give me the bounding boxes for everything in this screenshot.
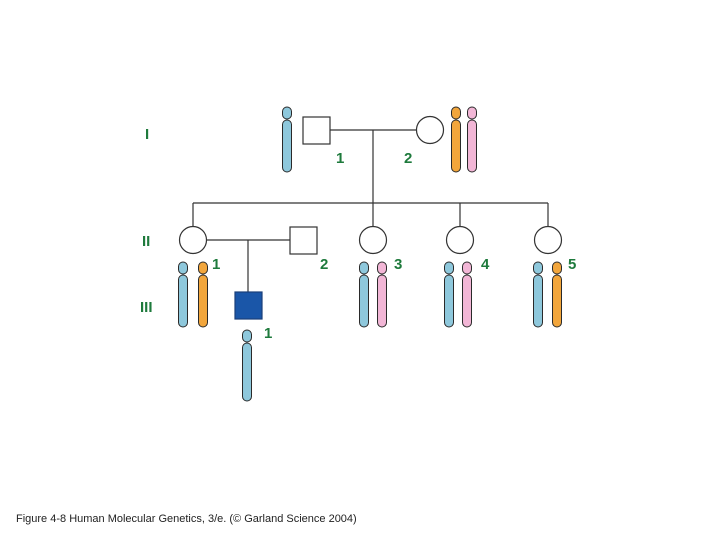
individual-number-ii-2: 2 [320, 256, 328, 273]
short-arm [377, 261, 387, 275]
chromosome-ii-4-x-a [444, 261, 454, 328]
generation-label-i: I [145, 126, 149, 143]
short-arm [552, 261, 562, 275]
chromosome-i-1-x [282, 106, 292, 173]
short-arm [451, 106, 461, 120]
long-arm [552, 274, 562, 328]
chromosome-ii-1-x-a [178, 261, 188, 328]
individual-number-i-2: 2 [404, 150, 412, 167]
female-symbol-ii-1 [178, 225, 208, 255]
female-symbol-ii-4 [445, 225, 475, 255]
long-arm [178, 274, 188, 328]
individual-number-iii-1: 1 [264, 325, 272, 342]
individual-number-ii-4: 4 [481, 256, 490, 273]
short-arm [533, 261, 543, 275]
chromosome-group [178, 106, 562, 402]
chromosome-ii-3-x-b [377, 261, 387, 328]
short-arm [444, 261, 454, 275]
affected-male-symbol-iii-1 [234, 291, 263, 320]
chromosome-i-2-x-b [467, 106, 477, 173]
generation-label-iii: III [140, 299, 153, 316]
male-symbol-ii-2 [289, 226, 318, 255]
chromosome-ii-4-x-b [462, 261, 472, 328]
long-arm [242, 342, 252, 402]
long-arm [467, 119, 477, 173]
chromosome-ii-5-x-b [552, 261, 562, 328]
male-symbol-i-1 [302, 116, 331, 145]
chromosome-ii-1-x-b [198, 261, 208, 328]
long-arm [198, 274, 208, 328]
long-arm [444, 274, 454, 328]
female-symbol-i-2 [415, 115, 445, 145]
generation-label-ii: II [142, 233, 150, 250]
long-arm [359, 274, 369, 328]
short-arm [359, 261, 369, 275]
short-arm [467, 106, 477, 120]
long-arm [282, 119, 292, 173]
figure-caption: Figure 4-8 Human Molecular Genetics, 3/e… [16, 513, 357, 525]
individual-number-ii-3: 3 [394, 256, 402, 273]
pedigree-lines [192, 129, 549, 292]
chromosome-ii-5-x-a [533, 261, 543, 328]
chromosome-iii-1-x [242, 329, 252, 402]
long-arm [462, 274, 472, 328]
short-arm [462, 261, 472, 275]
short-arm [198, 261, 208, 275]
short-arm [242, 329, 252, 343]
individual-number-ii-5: 5 [568, 256, 576, 273]
chromosome-ii-3-x-a [359, 261, 369, 328]
short-arm [178, 261, 188, 275]
individual-number-i-1: 1 [336, 150, 344, 167]
short-arm [282, 106, 292, 120]
long-arm [533, 274, 543, 328]
long-arm [377, 274, 387, 328]
chromosome-i-2-x-a [451, 106, 461, 173]
individual-number-ii-1: 1 [212, 256, 220, 273]
long-arm [451, 119, 461, 173]
female-symbol-ii-3 [358, 225, 388, 255]
female-symbol-ii-5 [533, 225, 563, 255]
